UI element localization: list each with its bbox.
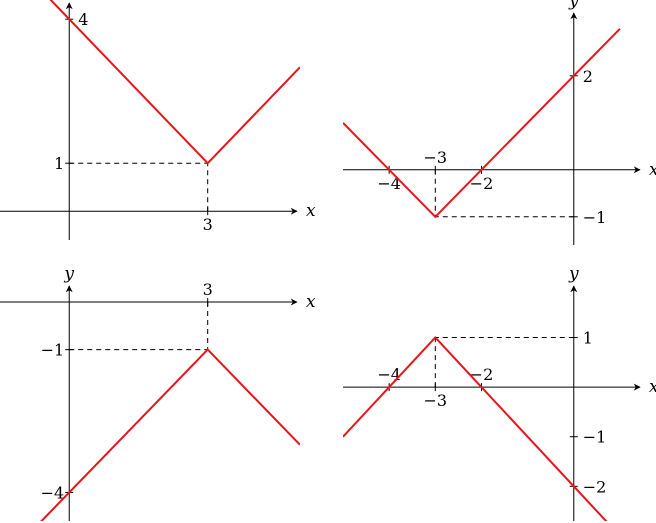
x-axis-label: x (649, 377, 656, 397)
x-tick-label: −3 (424, 148, 448, 167)
x-tick-label: −3 (424, 391, 448, 410)
panel-bottom-left: x y 3 −1 −4 (0, 264, 316, 521)
panel-top-right: x y −4 −3 −2 2 −1 (343, 0, 656, 245)
y-tick-label: −2 (583, 477, 607, 496)
x-tick-label: −2 (470, 174, 494, 193)
y-tick-label: 2 (583, 67, 593, 86)
series-line (49, 0, 300, 165)
y-axis-label: y (568, 264, 579, 284)
x-tick-label: 3 (203, 215, 213, 234)
y-tick-label: 4 (78, 10, 88, 29)
x-tick-label: −4 (377, 174, 401, 193)
y-axis-label: y (63, 0, 74, 1)
x-axis-label: x (649, 160, 656, 180)
y-tick-label: −1 (583, 428, 607, 447)
y-axis-label: y (568, 0, 579, 11)
y-axis-label: y (63, 264, 74, 284)
y-tick-label: 1 (583, 329, 593, 348)
series-line (40, 348, 300, 521)
x-tick-label: −4 (377, 365, 401, 384)
y-tick-label: −1 (41, 341, 65, 360)
y-tick-label: −1 (583, 208, 607, 227)
x-axis-label: x (306, 201, 316, 221)
x-axis-label: x (306, 292, 316, 312)
x-tick-label: −2 (470, 365, 494, 384)
y-tick-label: −4 (41, 483, 65, 502)
panel-bottom-right: x y −4 −3 −2 1 −1 −2 (343, 264, 656, 521)
y-tick-label: 1 (54, 154, 64, 173)
x-tick-label: 3 (203, 280, 213, 299)
series-line (343, 336, 608, 521)
series-line (343, 28, 621, 219)
panel-top-left: x y 3 4 1 (0, 0, 316, 240)
